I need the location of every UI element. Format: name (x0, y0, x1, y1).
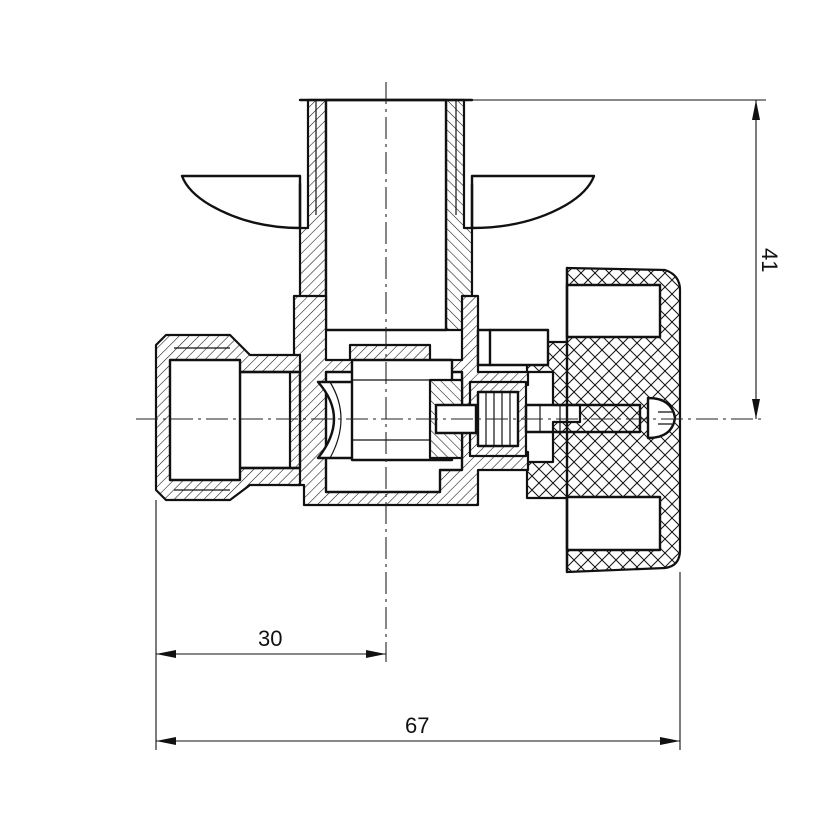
dimension-67: 67 (156, 572, 681, 750)
dimension-label-67: 67 (405, 713, 429, 738)
dimension-label-30: 30 (258, 626, 282, 651)
valve-body (288, 294, 530, 507)
dimension-label-41: 41 (757, 248, 782, 272)
dimension-30: 30 (155, 500, 386, 750)
dimension-41: 41 (464, 99, 782, 419)
inlet-nut (154, 333, 302, 502)
wall-rosette (180, 174, 596, 230)
handle-knob (525, 266, 682, 574)
